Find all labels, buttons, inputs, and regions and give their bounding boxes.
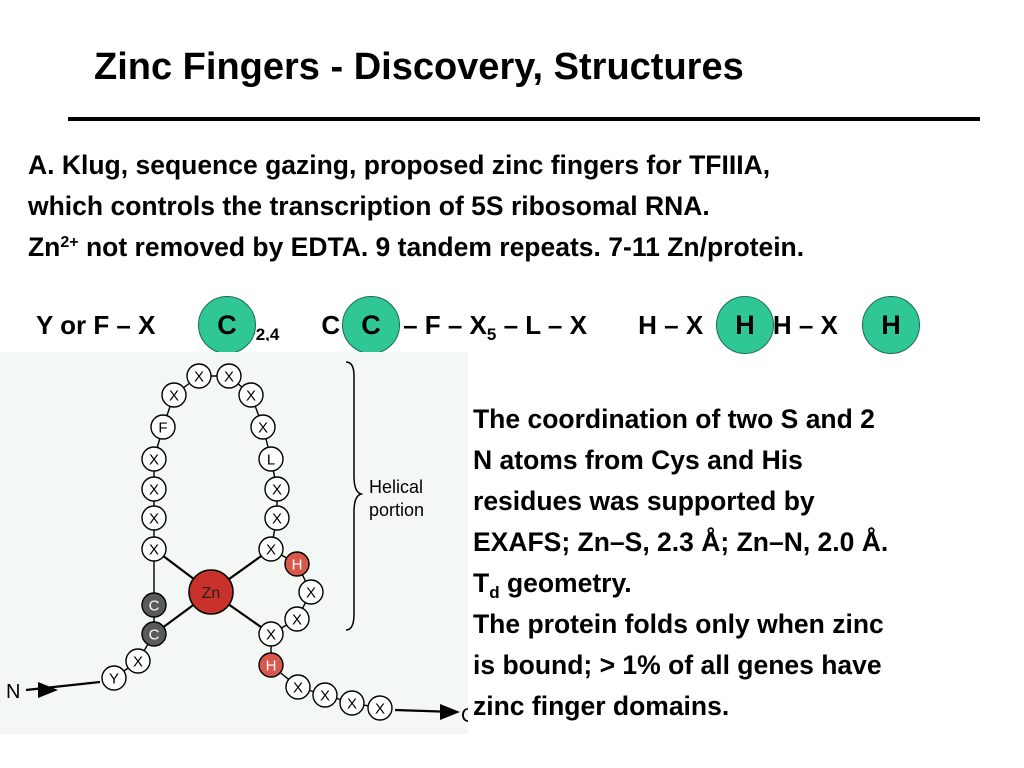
residue-x-12 — [238, 382, 264, 408]
residue-y-0 — [101, 665, 127, 691]
title-divider — [68, 117, 980, 121]
residue-x-21 — [258, 621, 284, 647]
residue-label-22: H — [266, 658, 277, 675]
residue-x-11 — [216, 363, 242, 389]
desc-line-4: EXAFS; Zn–S, 2.3 Å; Zn–N, 2.0 Å. — [473, 527, 889, 557]
td-symbol: T — [473, 568, 490, 598]
residue-label-21: X — [266, 627, 276, 644]
his-badge-2: H — [862, 296, 920, 354]
residue-x-16 — [264, 505, 290, 531]
residue-label-26: X — [375, 701, 385, 718]
helical-label-line-2: portion — [369, 500, 424, 520]
residue-x-17 — [258, 536, 284, 562]
desc-line-2: N atoms from Cys and His — [473, 445, 803, 475]
residue-label-15: X — [272, 482, 282, 499]
residue-label-9: X — [169, 388, 179, 405]
residue-label-12: X — [246, 388, 256, 405]
zinc-label: Zn — [202, 585, 221, 602]
residue-label-11: X — [224, 369, 234, 386]
residue-c-2 — [141, 621, 167, 647]
description-block: The coordination of two S and 2 N atoms … — [473, 399, 888, 727]
desc-line-8: zinc finger domains. — [473, 691, 730, 721]
seq-part-6: H – X — [630, 310, 704, 340]
c-terminus-label: C — [461, 705, 468, 727]
residue-label-23: X — [293, 680, 303, 697]
residue-label-10: X — [194, 369, 204, 386]
residue-x-19 — [298, 579, 324, 605]
intro-line-3-text: not removed by EDTA. 9 tandem repeats. 7… — [78, 232, 805, 262]
residue-label-6: X — [149, 482, 159, 499]
residue-x-24 — [312, 682, 338, 708]
intro-paragraph: A. Klug, sequence gazing, proposed zinc … — [28, 145, 804, 268]
helical-bracket: Helical portion — [345, 361, 424, 631]
residue-l-14 — [258, 446, 284, 472]
figure-background — [0, 352, 468, 734]
desc-line-1: The coordination of two S and 2 — [473, 404, 875, 434]
residue-x-10 — [186, 363, 212, 389]
seq-sub-2: 2,4 — [255, 325, 280, 341]
residue-x-6 — [141, 476, 167, 502]
residue-label-19: X — [306, 585, 316, 602]
c-terminus-arrow: C — [394, 704, 468, 727]
residue-label-3: C — [149, 598, 160, 615]
zn-charge: 2+ — [60, 234, 79, 251]
residue-label-18: H — [292, 557, 303, 574]
helical-label-line-1: Helical — [369, 477, 423, 497]
residue-f-8 — [150, 414, 176, 440]
residue-x-23 — [285, 674, 311, 700]
intro-line-2: which controls the transcription of 5S r… — [28, 191, 710, 221]
residue-x-9 — [161, 382, 187, 408]
intro-line-1: A. Klug, sequence gazing, proposed zinc … — [28, 150, 771, 180]
residue-c-3 — [141, 592, 167, 618]
residue-label-16: X — [272, 511, 282, 528]
seq-part-1: Y or F – X — [36, 310, 156, 340]
intro-line-3: Zn2+ not removed by EDTA. 9 tandem repea… — [28, 227, 804, 268]
residue-label-14: L — [267, 452, 275, 469]
residue-x-7 — [141, 446, 167, 472]
residue-x-20 — [284, 606, 310, 632]
residue-label-7: X — [149, 452, 159, 469]
desc-line-6: The protein folds only when zinc — [473, 609, 884, 639]
desc-line-3: residues was supported by — [473, 486, 815, 516]
residue-label-17: X — [266, 542, 276, 559]
residue-x-15 — [264, 476, 290, 502]
residue-label-0: Y — [109, 671, 119, 688]
residue-label-24: X — [320, 688, 330, 705]
seq-sub-4: 5 — [486, 325, 497, 341]
n-terminus-label: N — [6, 681, 20, 703]
seq-part-4: – F – X — [395, 310, 487, 340]
residue-x-5 — [141, 505, 167, 531]
residue-label-13: X — [258, 420, 268, 437]
residue-h-18 — [284, 551, 310, 577]
residue-label-8: F — [158, 420, 167, 437]
desc-line-7: is bound; > 1% of all genes have — [473, 650, 882, 680]
residue-h-22 — [258, 652, 284, 678]
residue-x-26 — [367, 695, 393, 721]
residue-x-25 — [339, 690, 365, 716]
slide-title: Zinc Fingers - Discovery, Structures — [94, 46, 744, 88]
cys-badge-2: C — [342, 296, 400, 354]
seq-part-5: – L – X — [496, 310, 587, 340]
zinc-atom: Zn — [188, 569, 234, 615]
residue-x-1 — [125, 648, 151, 674]
residue-label-2: C — [149, 627, 160, 644]
geometry-text: geometry. — [499, 568, 632, 598]
desc-line-5: Td geometry. — [473, 563, 888, 604]
residue-x-13 — [250, 414, 276, 440]
td-subscript: d — [489, 583, 500, 602]
residue-label-20: X — [292, 612, 302, 629]
cys-badge-1: C — [198, 296, 256, 354]
residue-label-1: X — [133, 654, 143, 671]
his-badge-1: H — [716, 296, 774, 354]
zn-symbol: Zn — [28, 232, 61, 262]
residue-label-5: X — [149, 511, 159, 528]
n-terminus-arrow: N — [6, 680, 101, 703]
residue-label-4: X — [149, 542, 159, 559]
residue-x-4 — [141, 536, 167, 562]
residue-label-25: X — [347, 696, 357, 713]
